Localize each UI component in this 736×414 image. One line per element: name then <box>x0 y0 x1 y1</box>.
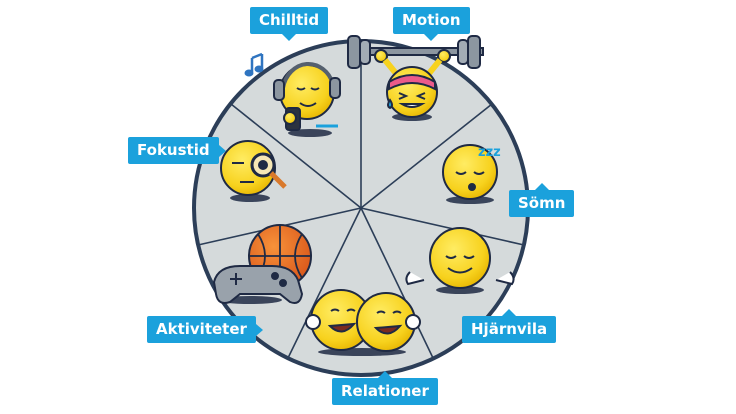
label-fokustid: Fokustid <box>128 137 226 164</box>
label-hjarnvila: Hjärnvila <box>462 309 557 343</box>
label-somn: Sömn <box>509 183 575 217</box>
game-controller-icon <box>212 265 304 304</box>
label-motion: Motion <box>393 7 470 41</box>
somn-emoji-icon <box>442 144 498 200</box>
label-relationer: Relationer <box>332 371 438 405</box>
hjarnvila-emoji-icon <box>405 227 515 289</box>
relationer-emoji-icon <box>305 289 421 352</box>
chilltid-emoji-icon <box>273 62 341 131</box>
music-note-icon <box>244 52 264 77</box>
sleep-z-icon: zzz <box>478 145 501 160</box>
motion-emoji-icon <box>347 35 484 118</box>
label-aktiviteter: Aktiviteter <box>147 316 263 343</box>
label-chilltid: Chilltid <box>250 7 329 41</box>
fokustid-emoji-icon <box>220 140 287 196</box>
